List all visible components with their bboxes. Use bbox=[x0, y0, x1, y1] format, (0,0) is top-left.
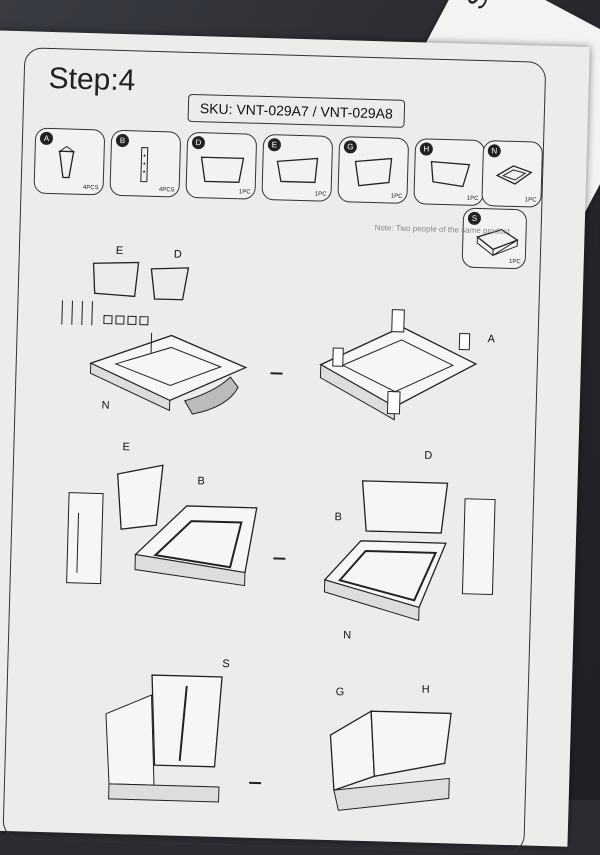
diagram-step-side: E B bbox=[67, 440, 289, 589]
part-g-qty: 1PC bbox=[391, 194, 403, 200]
part-e-card: E 1PC bbox=[261, 134, 333, 202]
label-b-1: B bbox=[197, 475, 205, 487]
diagram-step-back: D B N bbox=[323, 447, 496, 646]
cushion-h-icon bbox=[427, 154, 474, 195]
part-b-qty: 4PCS bbox=[159, 187, 175, 193]
label-d-1: D bbox=[174, 249, 182, 261]
label-s: S bbox=[222, 658, 230, 670]
part-e-drawing bbox=[93, 261, 139, 296]
label-g: G bbox=[335, 686, 344, 698]
next-step-title: Step:5 bbox=[460, 0, 523, 15]
part-e-qty: 1PC bbox=[315, 191, 327, 197]
part-a-qty: 4PCS bbox=[83, 185, 99, 191]
part-d-card: D 1PC bbox=[185, 132, 257, 200]
parts-list: A 4PCS B 4PCS D 1PC E 1PC G 1PC H 1PC bbox=[33, 128, 535, 222]
cushion-g-icon bbox=[351, 151, 398, 192]
label-n-2: N bbox=[343, 629, 351, 641]
part-d-qty: 1PC bbox=[239, 189, 251, 195]
legs-and-brackets bbox=[62, 300, 149, 326]
part-h-qty: 1PC bbox=[467, 196, 479, 202]
leg-icon bbox=[47, 143, 88, 184]
bracket-icon bbox=[123, 145, 164, 186]
base-frame-icon bbox=[495, 155, 536, 192]
part-b-card: B 4PCS bbox=[109, 130, 181, 198]
label-a: A bbox=[487, 333, 495, 345]
label-e-2: E bbox=[122, 441, 130, 453]
back-panel-icon bbox=[199, 147, 246, 188]
label-h: H bbox=[422, 684, 430, 696]
label-d-2: D bbox=[424, 450, 432, 462]
part-h-card: H 1PC bbox=[413, 138, 485, 206]
side-panel-icon bbox=[275, 149, 322, 190]
label-e-1: E bbox=[116, 245, 124, 257]
part-a-card: A 4PCS bbox=[33, 128, 105, 196]
step-title: Step:4 bbox=[48, 62, 136, 98]
diagram-step-legs: A bbox=[319, 308, 496, 423]
label-n-1: N bbox=[101, 400, 109, 412]
diagram-step-base: E D N bbox=[59, 243, 286, 416]
label-b-2: B bbox=[334, 511, 342, 523]
part-n-qty: 1PC bbox=[525, 197, 537, 203]
part-d-drawing bbox=[151, 267, 189, 300]
diagram-step-corner: G H bbox=[328, 681, 452, 813]
assembly-diagram: E D N A E bbox=[8, 221, 524, 825]
part-g-card: G 1PC bbox=[337, 136, 409, 204]
diagram-step-seat: S bbox=[104, 655, 265, 803]
part-n-card: N 1PC bbox=[481, 140, 543, 208]
instruction-sheet: Step:4 SKU: VNT-029A7 / VNT-029A8 A 4PCS… bbox=[0, 30, 590, 847]
